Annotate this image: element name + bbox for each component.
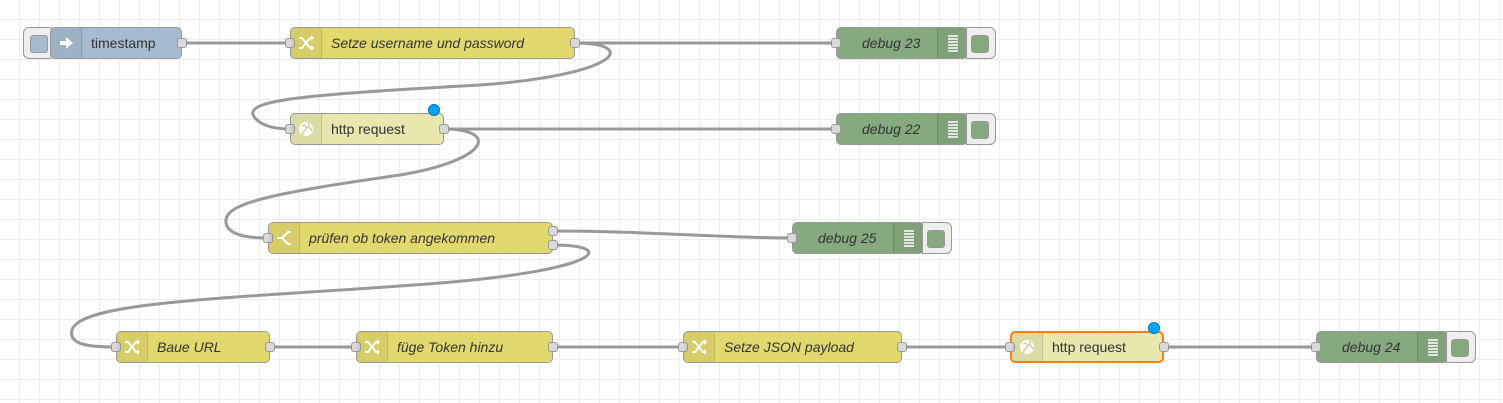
node-http-request-2[interactable]: http request — [1005, 331, 1169, 363]
shuffle-icon — [684, 332, 715, 362]
output-port[interactable] — [548, 342, 558, 352]
debug-toggle-button[interactable] — [966, 27, 996, 59]
debug-toggle-button[interactable] — [966, 113, 996, 145]
node-setze-json[interactable]: Setze JSON payload — [678, 331, 907, 363]
input-port[interactable] — [285, 38, 295, 48]
wire-pruefen-debug25[interactable] — [551, 229, 793, 240]
input-port[interactable] — [285, 124, 295, 134]
node-label: füge Token hinzu — [397, 339, 504, 355]
debug-toggle-button[interactable] — [1446, 331, 1476, 363]
input-port[interactable] — [831, 124, 841, 134]
node-label: prüfen ob token angekommen — [309, 230, 496, 246]
node-label: debug 23 — [862, 35, 921, 51]
node-label: debug 25 — [818, 230, 877, 246]
output-port-2[interactable] — [548, 240, 558, 250]
output-port[interactable] — [570, 38, 580, 48]
input-port[interactable] — [787, 233, 797, 243]
inject-button[interactable] — [23, 27, 55, 59]
input-port[interactable] — [263, 233, 273, 243]
inject-arrow-icon — [51, 28, 82, 58]
node-debug-23[interactable]: debug 23 — [831, 27, 968, 59]
shuffle-icon — [117, 332, 148, 362]
debug-toggle-square[interactable] — [927, 230, 945, 248]
shuffle-icon — [291, 28, 322, 58]
input-port[interactable] — [831, 38, 841, 48]
node-label: timestamp — [91, 35, 156, 51]
globe-icon — [1012, 333, 1043, 361]
output-port[interactable] — [265, 342, 275, 352]
node-label: Setze JSON payload — [724, 339, 854, 355]
changed-indicator — [1148, 322, 1160, 334]
list-icon — [937, 114, 968, 144]
output-port[interactable] — [897, 342, 907, 352]
shuffle-icon — [357, 332, 388, 362]
node-debug-25[interactable]: debug 25 — [787, 222, 924, 254]
input-port[interactable] — [1005, 342, 1015, 352]
debug-toggle-square[interactable] — [971, 121, 989, 139]
node-baue-url[interactable]: Baue URL — [111, 331, 275, 363]
node-label: http request — [331, 121, 405, 137]
debug-toggle-square[interactable] — [1451, 339, 1469, 357]
node-label: debug 24 — [1342, 339, 1401, 355]
node-http-request-1[interactable]: http request — [285, 113, 449, 145]
input-port[interactable] — [351, 342, 361, 352]
node-debug-24[interactable]: debug 24 — [1311, 331, 1448, 363]
output-port[interactable] — [1159, 342, 1169, 352]
switch-icon — [269, 223, 300, 253]
changed-indicator — [428, 104, 440, 116]
node-label: http request — [1052, 339, 1126, 355]
output-port[interactable] — [439, 124, 449, 134]
node-fuege-token[interactable]: füge Token hinzu — [351, 331, 558, 363]
output-port-1[interactable] — [548, 226, 558, 236]
node-label: Baue URL — [157, 339, 222, 355]
output-port[interactable] — [177, 38, 187, 48]
debug-toggle-square[interactable] — [971, 35, 989, 53]
globe-icon — [291, 114, 322, 144]
node-label: Setze username und password — [331, 35, 524, 51]
input-port[interactable] — [111, 342, 121, 352]
node-timestamp[interactable]: timestamp — [50, 27, 187, 59]
input-port[interactable] — [678, 342, 688, 352]
inject-button-square[interactable] — [30, 35, 48, 53]
node-setze-username[interactable]: Setze username und password — [285, 27, 580, 59]
list-icon — [1417, 332, 1448, 362]
list-icon — [893, 223, 924, 253]
input-port[interactable] — [1311, 342, 1321, 352]
node-pruefen-token[interactable]: prüfen ob token angekommen — [263, 222, 558, 254]
node-label: debug 22 — [862, 121, 921, 137]
debug-toggle-button[interactable] — [922, 222, 952, 254]
node-debug-22[interactable]: debug 22 — [831, 113, 968, 145]
list-icon — [937, 28, 968, 58]
